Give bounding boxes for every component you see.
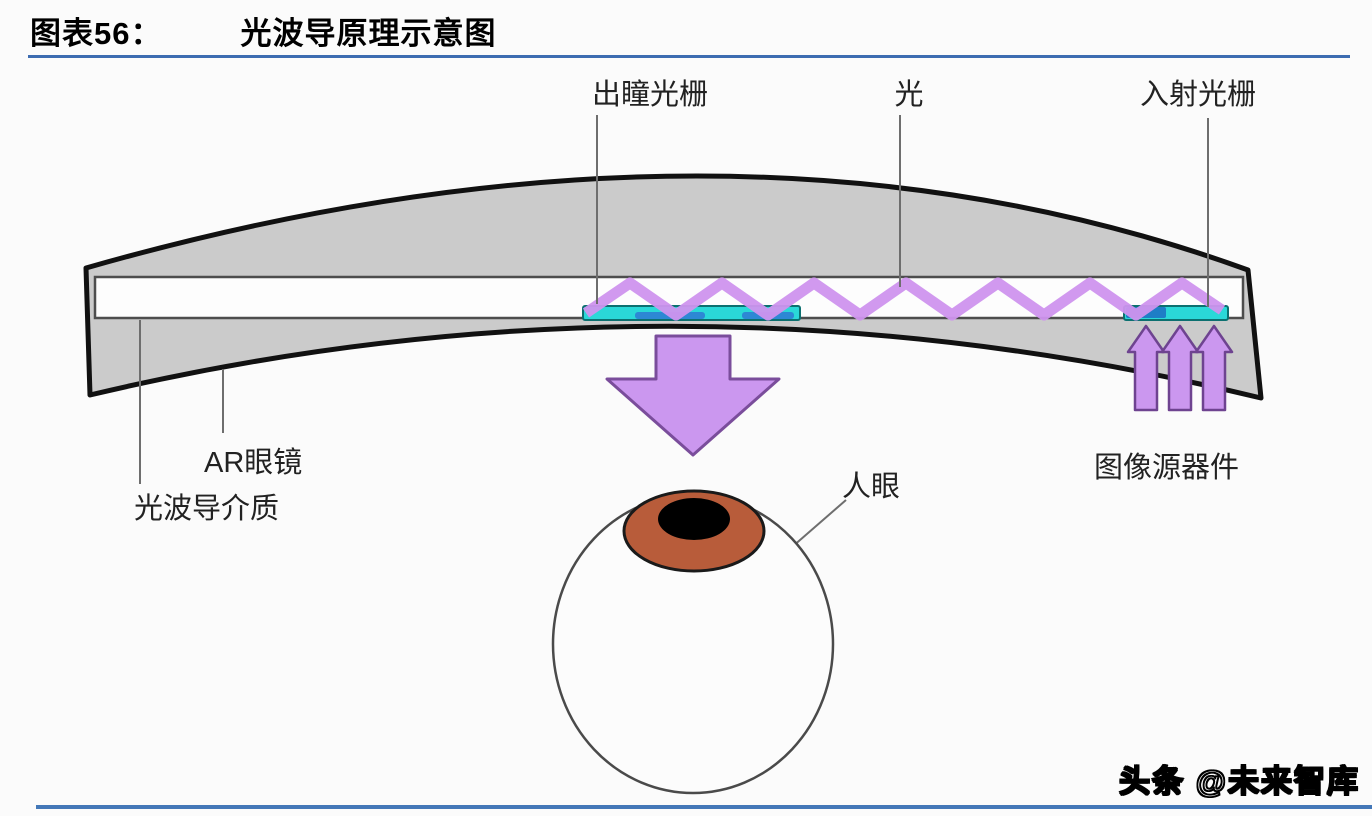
label-human-eye: 人眼 xyxy=(842,471,900,503)
bottom-rule xyxy=(36,805,1372,809)
label-exit-pupil-grating: 出瞳光栅 xyxy=(592,78,708,111)
watermark: 头条 @未来智库 xyxy=(1118,763,1360,800)
title-underline xyxy=(28,55,1350,58)
label-light: 光 xyxy=(894,78,923,111)
label-incident-grating: 入射光栅 xyxy=(1140,78,1256,111)
figure-title-number: 图表56： xyxy=(30,16,163,51)
label-image-source-device: 图像源器件 xyxy=(1094,451,1239,484)
up-arrow-icon xyxy=(1194,324,1234,412)
down-arrow-icon xyxy=(605,334,781,457)
figure-title-text: 光波导原理示意图 xyxy=(240,16,497,51)
label-waveguide-medium: 光波导介质 xyxy=(134,492,279,525)
label-ar-glasses: AR眼镜 xyxy=(204,446,302,479)
figure-title: 图表56： 光波导原理示意图 xyxy=(30,8,496,53)
light-zigzag-path xyxy=(582,277,1226,321)
pupil xyxy=(658,498,730,540)
human-eye-leader-line xyxy=(791,499,847,548)
